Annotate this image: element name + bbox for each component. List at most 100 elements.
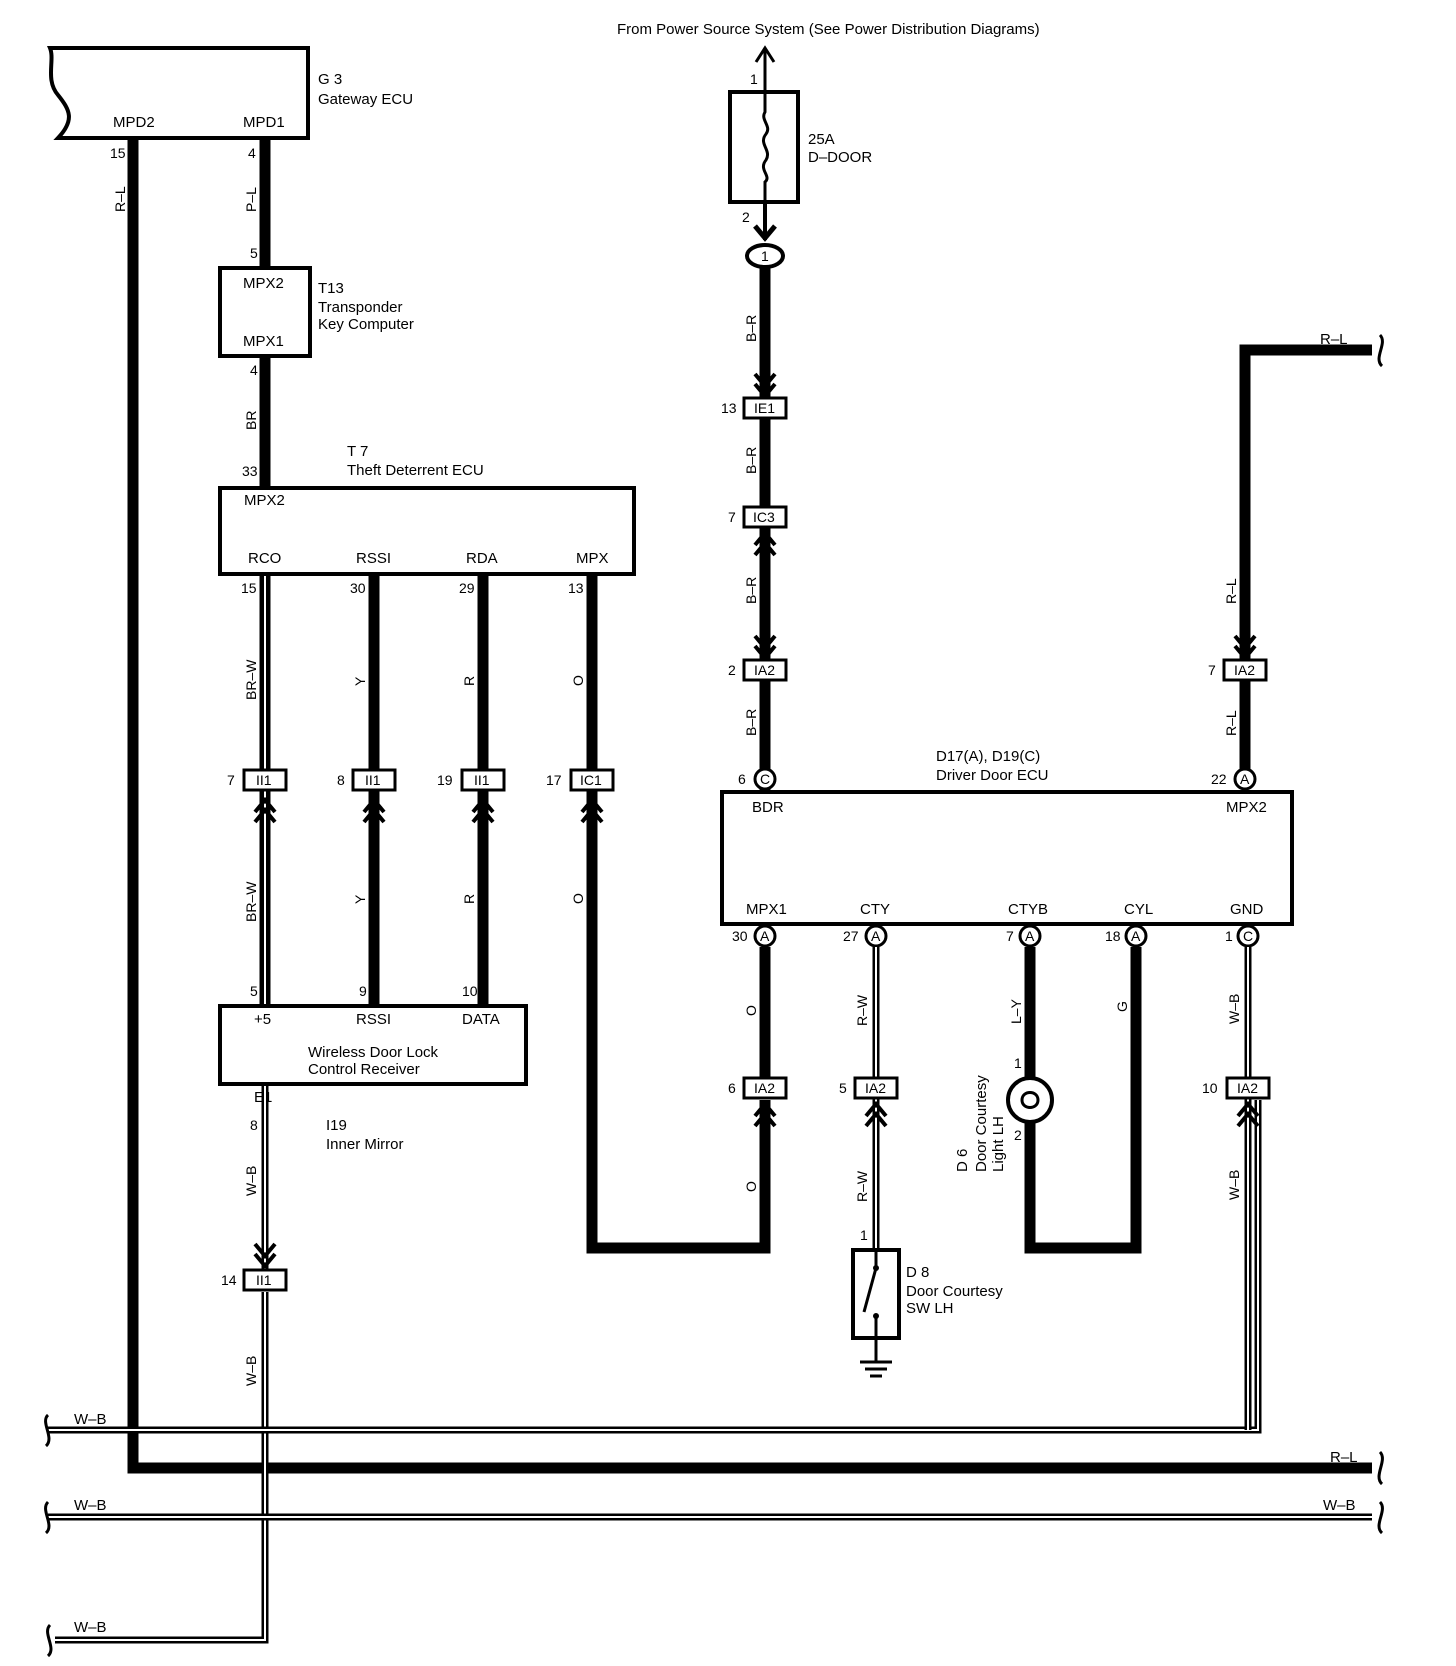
wire-color-p-l: P–L	[243, 187, 259, 212]
theft-pin-rco: RCO	[248, 550, 281, 567]
break-mark-icon	[1377, 1450, 1384, 1486]
gateway-pin-mpd1: MPD1	[243, 114, 285, 131]
ecu-terminal-a-7-label: A	[1025, 928, 1035, 944]
chevron-up-icon	[471, 796, 495, 824]
connector-ia2-2: IA2 2	[728, 658, 788, 682]
bus-label-w-b-2: W–B	[74, 1497, 107, 1514]
ecu-terminal-a-27-label: A	[871, 928, 881, 944]
wire-color-r-2: R	[461, 894, 477, 904]
ecu-terminal-a-18	[1124, 924, 1148, 948]
svg-text:2: 2	[728, 662, 736, 678]
gateway-ecu-code: G 3	[318, 71, 342, 88]
switch-pin-1: 1	[860, 1227, 868, 1243]
svg-text:7: 7	[227, 772, 235, 788]
t13-pin-mpx1: MPX1	[243, 333, 284, 350]
wire-r-l-right	[1239, 344, 1372, 770]
fuse-name: D–DOOR	[808, 149, 872, 166]
receiver-pin-rssi: RSSI	[356, 1011, 391, 1028]
driver-ecu-code: D17(A), D19(C)	[936, 748, 1040, 765]
svg-text:7: 7	[728, 509, 736, 525]
ecu-terminal-c-6	[753, 767, 777, 791]
connector-ii1-14: II1 14	[221, 1268, 288, 1292]
receiver-pin-5: 5	[250, 983, 258, 999]
wire-color-w-b-1: W–B	[243, 1166, 259, 1196]
receiver-name-line1: Wireless Door Lock	[308, 1044, 439, 1061]
ecu-pin-22: 22	[1211, 771, 1227, 787]
wire-color-br-w-2: BR–W	[243, 881, 259, 922]
bulb-pin-1: 1	[1014, 1055, 1022, 1071]
wire-color-b-r-2: B–R	[743, 447, 759, 474]
wire-color-br: BR	[243, 411, 259, 430]
bus-label-w-b-4: W–B	[74, 1619, 107, 1636]
svg-text:14: 14	[221, 1272, 237, 1288]
fuse-rating: 25A	[808, 131, 835, 148]
light-code: D 6	[954, 1149, 971, 1172]
svg-text:IA2: IA2	[1234, 662, 1255, 678]
ecu-terminal-c-6-label: C	[760, 771, 770, 787]
wireless-receiver-box	[218, 1004, 528, 1086]
svg-text:5: 5	[839, 1080, 847, 1096]
wire-label-r-l-top: R–L	[1320, 331, 1348, 348]
gateway-pin-mpd2: MPD2	[113, 114, 155, 131]
wire-color-w-b-4: W–B	[1226, 1170, 1242, 1200]
chevron-up-icon	[864, 1100, 888, 1128]
junction-1-label: 1	[761, 248, 769, 264]
wire-color-y-1: Y	[352, 676, 368, 686]
connector-ic3-7: IC3 7	[728, 505, 788, 529]
ecu-terminal-a-30	[753, 924, 777, 948]
ecu-terminal-a-18-label: A	[1131, 928, 1141, 944]
break-mark-icon	[1377, 1500, 1384, 1535]
connector-ia2-7: IA2 7	[1208, 658, 1268, 682]
bulb-pin-2: 2	[1014, 1127, 1022, 1143]
transponder-key-computer-box	[218, 266, 312, 358]
wire-color-r-w-2: R–W	[854, 1170, 870, 1202]
chevron-up-icon	[580, 796, 604, 824]
transponder-code: T13	[318, 280, 344, 297]
fuse-icon	[761, 92, 770, 202]
switch-name-line1: Door Courtesy	[906, 1283, 1003, 1300]
ecu-pin-27: 27	[843, 928, 859, 944]
light-name-line2: Light LH	[990, 1116, 1007, 1172]
wire-color-g: G	[1114, 1001, 1130, 1012]
switch-name-line2: SW LH	[906, 1300, 954, 1317]
ecu-pin-1: 1	[1225, 928, 1233, 944]
receiver-pin-9: 9	[359, 983, 367, 999]
switch-contact-icon	[873, 1313, 879, 1319]
wire-color-r-l-1: R–L	[112, 186, 128, 212]
ecu-terminal-c-1	[1236, 924, 1260, 948]
receiver-pin-data: DATA	[462, 1011, 500, 1028]
bus-label-w-b-3: W–B	[1323, 1497, 1356, 1514]
driver-door-ecu-box	[720, 790, 1294, 926]
wire-color-o-3: O	[743, 1005, 759, 1016]
break-mark-icon	[46, 1623, 53, 1658]
ecu-terminal-a-30-label: A	[760, 928, 770, 944]
break-mark-icon	[44, 1413, 51, 1448]
wire-color-w-b-2: W–B	[243, 1356, 259, 1386]
connector-ii1-7: II1 7	[227, 768, 288, 792]
transponder-name-line2: Key Computer	[318, 316, 414, 333]
fuse-pin-1: 1	[750, 71, 758, 87]
break-mark-icon	[1377, 333, 1384, 368]
bus-label-r-l: R–L	[1330, 1449, 1358, 1466]
driver-pin-cyl: CYL	[1124, 901, 1153, 918]
driver-pin-ctyb: CTYB	[1008, 901, 1048, 918]
theft-pin-29: 29	[459, 580, 475, 596]
wire-color-br-w-1: BR–W	[243, 659, 259, 700]
transponder-name-line1: Transponder	[318, 299, 403, 316]
chevron-up-icon	[753, 529, 777, 557]
svg-text:19: 19	[437, 772, 453, 788]
theft-pin-mpx: MPX	[576, 550, 609, 567]
driver-pin-bdr: BDR	[752, 799, 784, 816]
wire-color-o-4: O	[743, 1181, 759, 1192]
chevron-down-icon	[1233, 634, 1257, 662]
wire-color-b-r-4: B–R	[743, 709, 759, 736]
gateway-ecu-name: Gateway ECU	[318, 91, 413, 108]
wire-color-r-l-3: R–L	[1223, 710, 1239, 736]
svg-text:IA2: IA2	[754, 662, 775, 678]
wire-color-w-b-3: W–B	[1226, 994, 1242, 1024]
ecu-terminal-a-27	[864, 924, 888, 948]
theft-pin-mpx2: MPX2	[244, 492, 285, 509]
chevron-down-icon	[753, 224, 777, 242]
